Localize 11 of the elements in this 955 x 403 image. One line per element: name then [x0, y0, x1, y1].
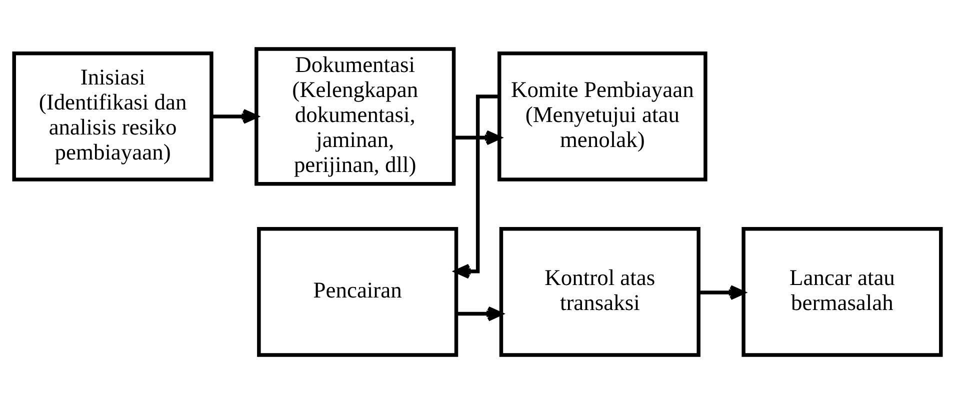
- node-box: Kontrol atas transaksi: [499, 226, 700, 356]
- arrow: [454, 130, 502, 145]
- node-box: Dokumentasi (Kelengkapan dokumentasi, jaminan, perijinan, dll): [254, 46, 456, 186]
- node-box: Lancar atau bermasalah: [742, 226, 943, 356]
- node-box: Komite Pembiayaan (Menyetujui atau menolak): [497, 51, 708, 181]
- node-box: Pencairan: [257, 226, 458, 356]
- arrow: [212, 108, 258, 124]
- arrow: [698, 284, 746, 300]
- arrow: [454, 94, 499, 278]
- node-box: Inisiasi (Identifikasi dan analisis resiko pembiayaan): [12, 51, 214, 181]
- arrow: [456, 306, 503, 321]
